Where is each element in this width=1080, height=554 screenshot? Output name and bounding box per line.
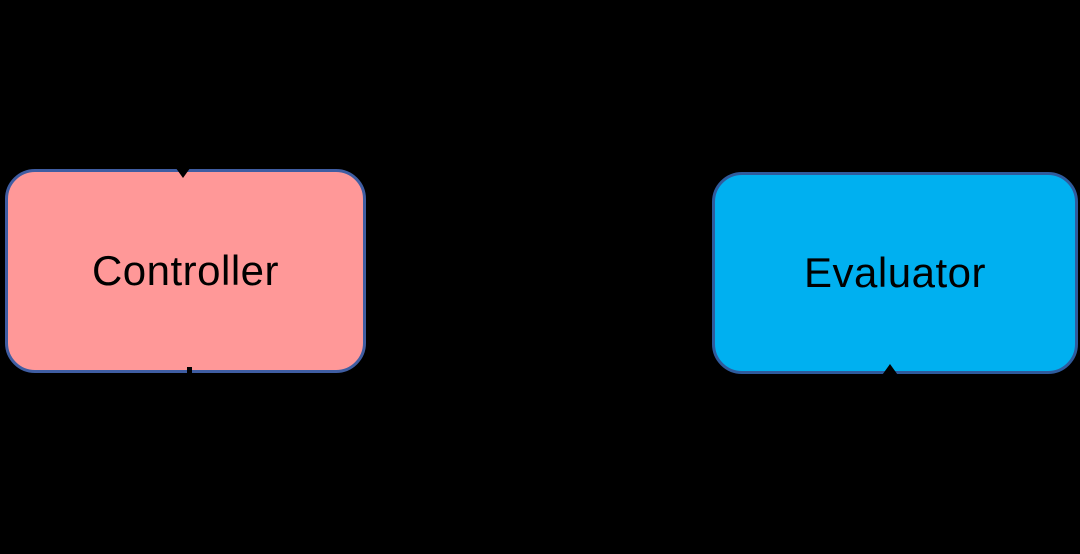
controller-node-label: Controller [91,247,280,294]
evaluator-node: Evaluator [712,172,1078,374]
controller-node: Controller [5,169,366,373]
connector-line-stub [187,367,192,385]
evaluator-node-label: Evaluator [804,249,986,296]
arrowhead-down-icon [173,164,193,178]
arrowhead-up-icon [880,364,900,378]
